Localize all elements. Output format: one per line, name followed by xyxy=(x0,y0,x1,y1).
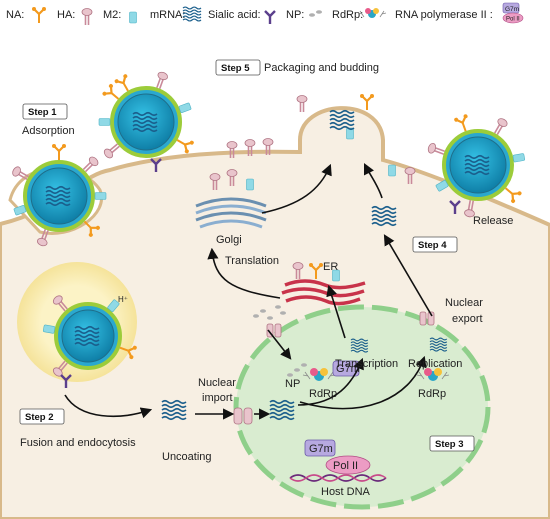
rdrp-icon xyxy=(357,8,387,18)
host-dna-label: Host DNA xyxy=(321,486,371,498)
er-label: ER xyxy=(323,261,338,273)
nuclear-export-label-2: export xyxy=(452,313,483,325)
legend-mrna-label: mRNA: xyxy=(150,9,185,21)
rdrp-complex-left xyxy=(302,368,336,381)
transcription-text: Transcription xyxy=(335,358,398,370)
np-icon xyxy=(309,10,322,17)
np-label: NP xyxy=(285,378,300,390)
step-4-label: Step 4 xyxy=(418,240,447,251)
g7m-bottom-label: G7m xyxy=(309,443,333,455)
replication-label: Replication xyxy=(408,358,462,370)
legend-np-label: NP: xyxy=(286,9,304,21)
legend-ha-label: HA: xyxy=(57,9,75,21)
adsorption-label: Adsorption xyxy=(22,125,75,137)
pol-ii-label: Pol II xyxy=(333,460,358,472)
rdrp-complex-right xyxy=(416,368,450,381)
host-dna xyxy=(289,474,387,482)
legend: NA: HA: M2: mRNA: Sialic acid: NP: RdRp:… xyxy=(6,2,524,26)
nuclear-export-label-1: Nuclear xyxy=(445,297,483,309)
step-3-badge: Step 3 xyxy=(429,435,475,452)
uncoating-label: Uncoating xyxy=(162,451,212,463)
legend-rdrp-label: RdRp: xyxy=(332,9,363,21)
pol-ii-complex: G7m Pol II xyxy=(304,439,371,475)
mrna-icon xyxy=(183,7,201,21)
virion-adsorption xyxy=(10,142,107,248)
virion-attaching xyxy=(98,70,196,161)
legend-sialic-label: Sialic acid: xyxy=(208,9,261,21)
na-icon xyxy=(30,5,48,25)
er xyxy=(281,261,366,306)
packaging-label: Packaging and budding xyxy=(264,62,379,74)
rdrp-right-label: RdRp xyxy=(418,388,446,400)
step-1-badge: Step 1 xyxy=(22,103,68,120)
virion-endosome xyxy=(42,293,139,379)
m2-icon xyxy=(129,11,137,24)
h-plus-label: H⁺ xyxy=(118,295,128,304)
golgi-label: Golgi xyxy=(216,234,242,246)
step-5-badge: Step 5 xyxy=(215,59,261,76)
nuclear-pores xyxy=(233,311,435,425)
step-2-badge: Step 2 xyxy=(19,408,65,425)
step-1-label: Step 1 xyxy=(28,107,57,118)
step-2-label: Step 2 xyxy=(25,412,54,423)
fusion-label: Fusion and endocytosis xyxy=(20,437,136,449)
translation-label: Translation xyxy=(225,255,279,267)
arrows xyxy=(64,162,433,420)
nuclear-import-label-1: Nuclear xyxy=(198,377,236,389)
golgi xyxy=(195,168,267,229)
step-5-label: Step 5 xyxy=(221,63,250,74)
legend-g7m-text: G7m xyxy=(505,6,519,13)
sialic-acid-icon xyxy=(263,9,277,26)
nuclear-import-label-2: import xyxy=(202,392,233,404)
legend-polii-label: RNA polymerase II : xyxy=(395,9,493,21)
legend-m2-label: M2: xyxy=(103,9,121,21)
legend-na-label: NA: xyxy=(6,9,24,21)
release-label: Release xyxy=(473,215,513,227)
ha-icon xyxy=(81,7,93,26)
legend-pol-text: Pol II xyxy=(506,17,520,23)
virion-release xyxy=(426,112,526,219)
rdrp-left-label: RdRp xyxy=(309,388,337,400)
rna-polymerase-ii-icon: G7m Pol II xyxy=(502,2,524,24)
step-3-label: Step 3 xyxy=(435,439,464,450)
step-4-badge: Step 4 xyxy=(412,236,458,253)
